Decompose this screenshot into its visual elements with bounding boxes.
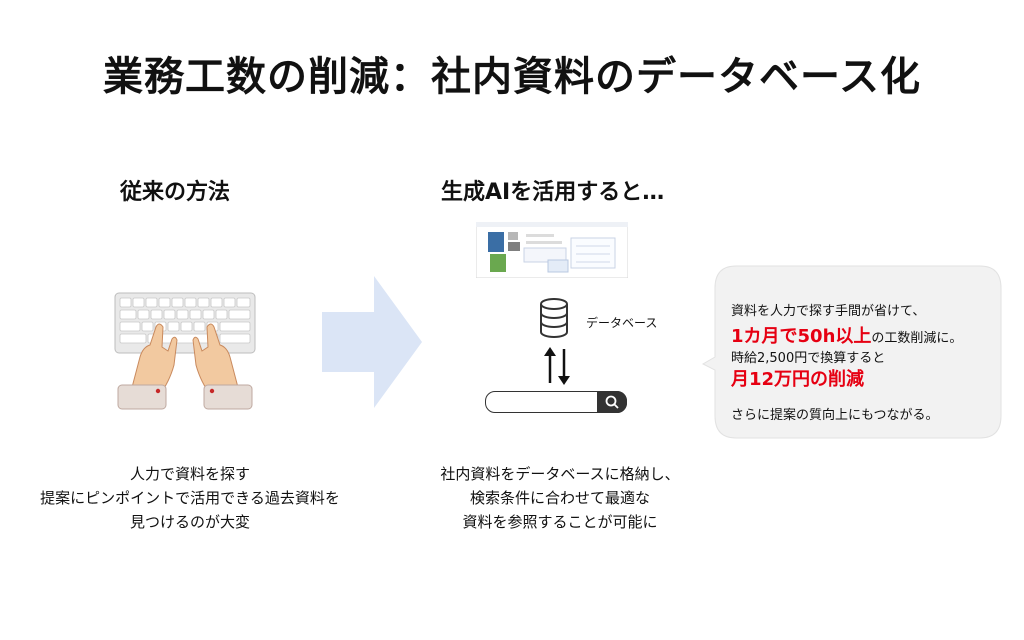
bubble-highlight-line: 1カ月で50h以上の工数削減に。: [731, 322, 962, 348]
right-caption-line: 検索条件に合わせて最適な: [469, 489, 650, 507]
search-icon: [605, 395, 619, 409]
keyboard-hands-illustration: [114, 292, 256, 410]
web-screenshot-thumbnail: [476, 222, 628, 278]
up-down-arrows-icon: [544, 347, 570, 385]
bubble-highlight-line: 月12万円の削減: [731, 365, 864, 391]
left-caption-line: 提案にピンポイントで活用できる過去資料を: [40, 489, 340, 507]
search-button[interactable]: [597, 391, 627, 413]
database-label: データベース: [586, 316, 658, 330]
left-caption-line: 人力で資料を探す: [129, 465, 250, 483]
bubble-text-suffix: の工数削減に。: [871, 331, 963, 346]
page-title: 業務工数の削減：社内資料のデータベース化: [103, 54, 921, 100]
bubble-highlight-hours: 1カ月で50h以上: [731, 326, 872, 347]
right-caption-line: 社内資料をデータベースに格納し、: [440, 465, 680, 483]
speech-bubble: [701, 265, 1002, 439]
search-bar[interactable]: [485, 391, 627, 413]
right-caption: 社内資料をデータベースに格納し、 検索条件に合わせて最適な 資料を参照することが…: [395, 462, 725, 534]
bubble-text-line: 時給2,500円で換算すると: [731, 351, 886, 366]
bubble-highlight-cost: 月12万円の削減: [731, 369, 865, 390]
bubble-text-line: 資料を人力で探す手間が省けて、: [731, 304, 926, 319]
left-caption-line: 見つけるのが大変: [129, 513, 250, 531]
left-heading: 従来の方法: [120, 180, 231, 205]
left-caption: 人力で資料を探す 提案にピンポイントで活用できる過去資料を 見つけるのが大変: [20, 462, 360, 534]
right-caption-line: 資料を参照することが可能に: [462, 513, 658, 531]
right-arrow-icon: [322, 276, 422, 408]
database-icon: [540, 298, 568, 338]
right-heading: 生成AIを活用すると…: [441, 180, 665, 205]
bubble-text-line: さらに提案の質向上にもつながる。: [731, 408, 939, 423]
